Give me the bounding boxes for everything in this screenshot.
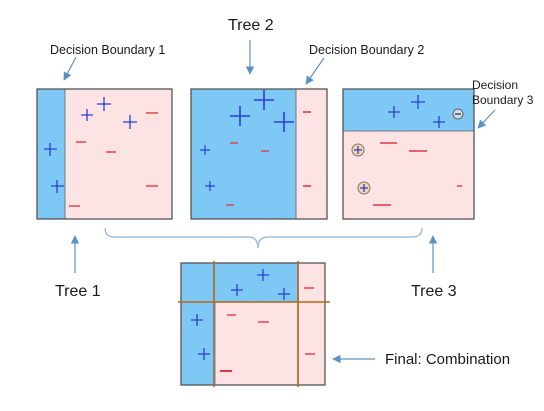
plus-sign	[230, 106, 250, 126]
arrow-boundary-2	[305, 57, 325, 85]
arrow-boundary-3	[477, 109, 496, 129]
final-combination-label: Final: Combination	[385, 351, 510, 368]
final-panel	[178, 261, 330, 387]
plus-sign	[191, 314, 203, 326]
arrow-boundary-1	[63, 56, 77, 81]
tree2-positive-region	[191, 89, 296, 219]
plus-sign	[123, 115, 137, 129]
final-positive-region-top	[216, 263, 299, 302]
combination-bracket	[104, 227, 423, 249]
tree1-panel	[36, 88, 173, 220]
tree3-panel	[342, 88, 475, 220]
tree2-panel	[190, 88, 328, 220]
plus-sign	[44, 143, 57, 156]
plus-sign	[231, 284, 243, 296]
tree1-border	[36, 88, 173, 220]
decision-boundary-2-label: Decision Boundary 2	[309, 43, 424, 57]
tree3-positive-region	[343, 89, 474, 131]
tree-2-label: Tree 2	[228, 17, 274, 34]
circled-minus-icon	[452, 108, 464, 120]
final-border	[180, 262, 326, 386]
decision-boundary-3-label-line1: Decision	[472, 78, 518, 92]
plus-sign	[411, 95, 425, 109]
plus-sign	[433, 116, 445, 128]
plus-sign	[257, 269, 269, 281]
plus-sign	[198, 348, 210, 360]
plus-sign	[254, 90, 274, 110]
circled-plus-icon	[351, 143, 365, 157]
tree-1-label: Tree 1	[55, 283, 101, 300]
tree-3-label: Tree 3	[411, 283, 457, 300]
plus-sign	[51, 180, 64, 193]
decision-boundary-3-label-line2: Boundary 3	[472, 93, 534, 107]
tree3-border	[342, 88, 475, 220]
tree1-positive-region	[37, 89, 65, 219]
circled-plus-icon	[357, 181, 371, 195]
plus-sign	[200, 145, 210, 155]
plus-sign	[205, 181, 215, 191]
decision-boundary-1-label: Decision Boundary 1	[50, 43, 165, 57]
plus-sign	[274, 112, 294, 132]
plus-sign	[81, 109, 93, 121]
plus-sign	[278, 288, 290, 300]
tree2-border	[190, 88, 328, 220]
plus-sign	[388, 106, 400, 118]
final-positive-region-left	[181, 263, 216, 385]
plus-sign	[97, 97, 111, 111]
